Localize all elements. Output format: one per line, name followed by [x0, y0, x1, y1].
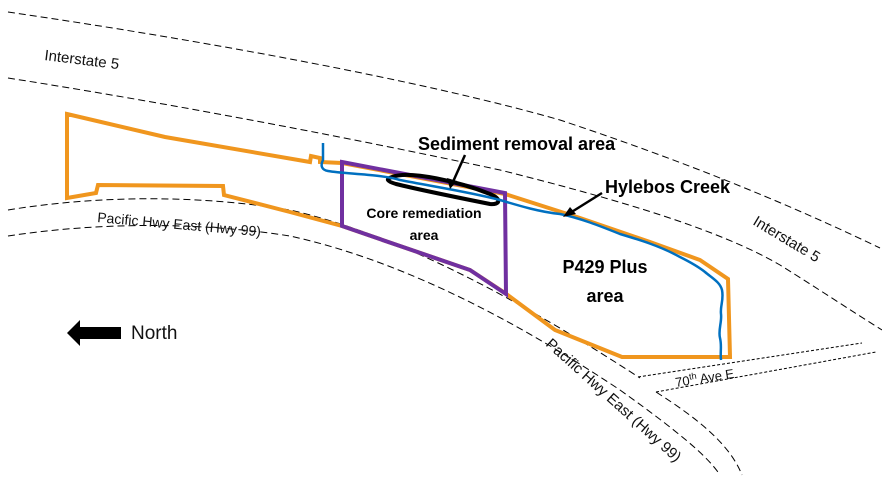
hylebos-creek — [320, 143, 724, 361]
sediment-pointer-arrowhead — [447, 178, 457, 189]
i5-label-left: Interstate 5 — [44, 47, 121, 73]
i5-label-right: Interstate 5 — [750, 213, 823, 266]
p429-plus-label-line1: P429 Plus — [562, 257, 647, 277]
core-remediation-boundary — [340, 159, 509, 298]
ave70-label: 70th Ave E — [674, 365, 735, 390]
sediment-pointer-arrow — [450, 154, 467, 185]
i5-south-edge — [7, 77, 882, 331]
sediment-removal-label: Sediment removal area — [418, 134, 616, 154]
site-boundary — [65, 111, 733, 359]
p429-plus-label-line2: area — [586, 286, 624, 306]
creek-pointer-arrowhead — [563, 207, 576, 217]
ave70-south-edge — [655, 351, 877, 393]
north-label: North — [131, 323, 177, 344]
hwy99-label-left: Pacific Hwy East (Hwy 99) — [97, 209, 262, 239]
hwy99-south-edge — [7, 225, 721, 476]
ave70-north-edge — [637, 342, 863, 378]
hwy99-north-edge — [7, 198, 641, 379]
hwy99-east-edge — [655, 391, 743, 476]
core-remediation-label-line2: area — [410, 227, 439, 243]
hylebos-creek-label: Hylebos Creek — [605, 177, 731, 197]
core-remediation-label-line1: Core remediation — [366, 205, 481, 221]
creek-pointer-arrow — [569, 191, 603, 215]
north-arrow-icon — [67, 320, 121, 346]
i5-north-edge — [7, 11, 881, 249]
sediment-removal-boundary — [385, 172, 501, 207]
